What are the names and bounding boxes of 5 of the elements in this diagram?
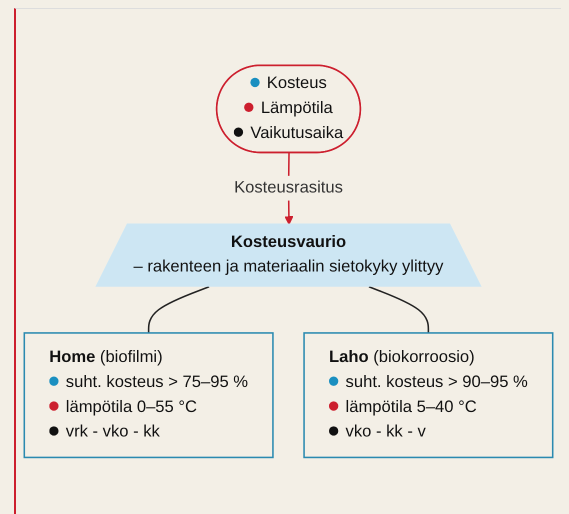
edge-label: Kosteusrasitus (234, 179, 343, 197)
connector (368, 286, 430, 334)
connector (148, 286, 210, 334)
node-box: Home (biofilmi) suht. kosteus > 75–95 % lämpötila 0–55 °C vrk - vko - kk (24, 332, 274, 458)
node-box: Laho (biokorroosio) suht. kosteus > 90–95 % lämpötila 5–40 °C vko - kk - v (303, 332, 554, 458)
